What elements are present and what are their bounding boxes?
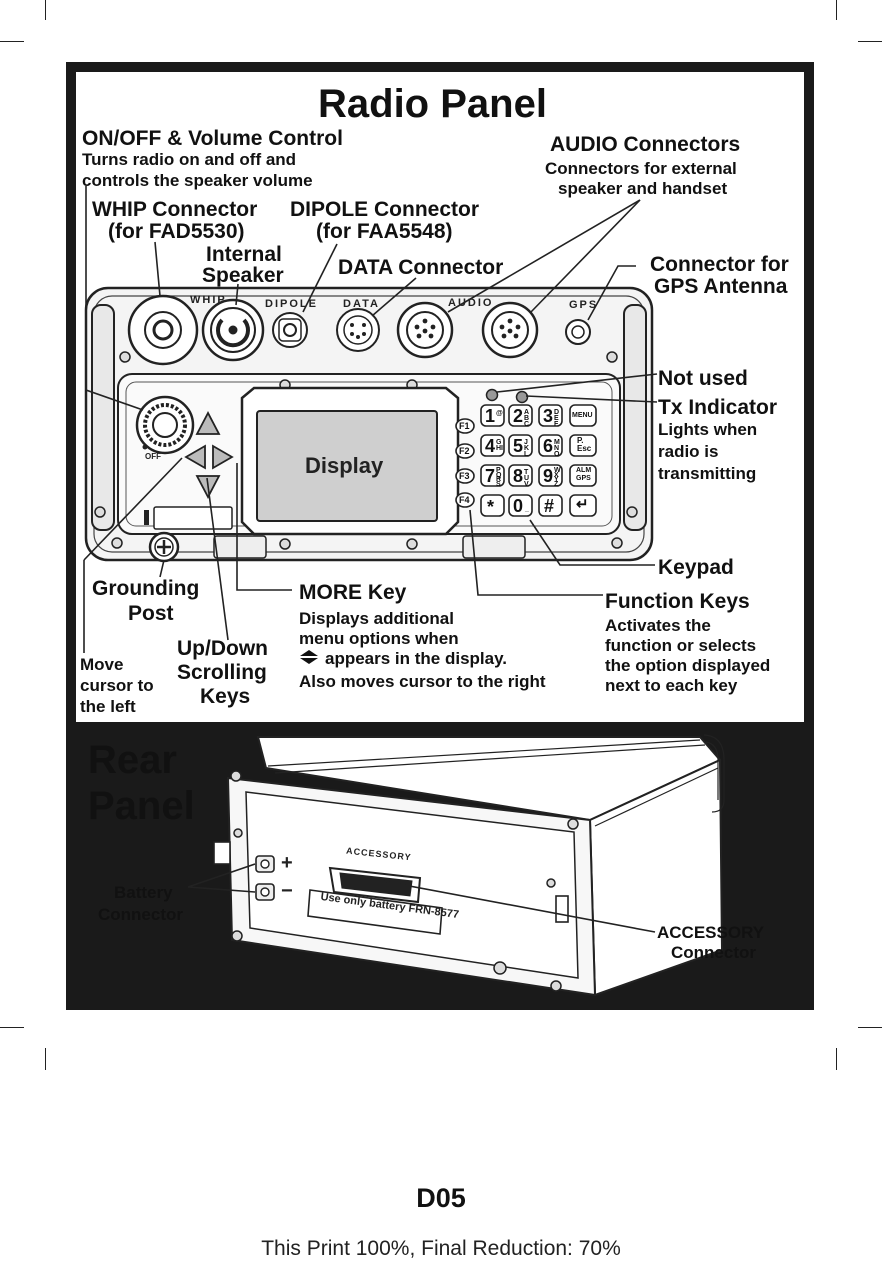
radio-panel-title: Radio Panel: [318, 82, 547, 126]
more-key-desc-2: menu options when: [299, 629, 459, 648]
function-keys-desc-3: the option displayed: [605, 656, 771, 675]
more-key-title: MORE Key: [299, 581, 407, 604]
updown-title-1: Up/Down: [177, 637, 268, 660]
more-key-desc-3: appears in the display.: [325, 649, 508, 668]
grounding-title-1: Grounding: [92, 577, 200, 600]
move-left-2: cursor to: [80, 676, 154, 695]
move-left-3: the left: [80, 697, 136, 716]
on-off-desc-2: controls the speaker volume: [82, 171, 313, 190]
crop-mark: [836, 1048, 837, 1070]
dipole-title: DIPOLE Connector: [290, 198, 480, 221]
updown-title-3: Keys: [200, 685, 251, 708]
rear-panel-title-2: Panel: [88, 784, 195, 828]
on-off-title: ON/OFF & Volume Control: [82, 127, 343, 150]
speaker-title-1: Internal: [206, 243, 282, 266]
f2-key[interactable]: F2: [459, 446, 470, 456]
key-star[interactable]: *: [487, 497, 495, 517]
crop-mark: [836, 0, 837, 20]
dipole-silk-label: DIPOLE: [265, 298, 318, 310]
key-0[interactable]: 0: [513, 496, 524, 516]
tx-desc-3: transmitting: [658, 464, 757, 483]
whip-title: WHIP Connector: [92, 198, 258, 221]
rear-panel-title-1: Rear: [88, 738, 177, 782]
alm-gps-key[interactable]: ALM GPS: [576, 467, 592, 482]
grounding-title-2: Post: [128, 602, 174, 625]
on-off-desc-1: Turns radio on and off and: [82, 150, 297, 169]
audio-silk-label: AUDIO: [448, 297, 494, 309]
crop-mark: [858, 1027, 882, 1028]
function-keys-title: Function Keys: [605, 590, 750, 613]
plus-terminal-label: +: [281, 852, 293, 874]
key-6-letters: MNO: [554, 439, 560, 458]
key-1[interactable]: 1: [485, 406, 496, 426]
audio-desc-2: speaker and handset: [558, 179, 728, 198]
updown-title-2: Scrolling: [177, 661, 267, 684]
gps-title-2: GPS Antenna: [654, 275, 788, 298]
f4-key[interactable]: F4: [459, 495, 470, 505]
off-silk-label: OFF: [145, 452, 161, 461]
whip-subtitle: (for FAD5530): [108, 220, 245, 243]
crop-mark: [0, 41, 24, 42]
function-keys-desc-1: Activates the: [605, 616, 711, 635]
display-label: Display: [305, 453, 384, 478]
accessory-label-1: ACCESSORY: [657, 923, 765, 942]
crop-mark: [858, 41, 882, 42]
key-3[interactable]: 3: [543, 406, 554, 426]
key-hash[interactable]: #: [544, 496, 555, 516]
not-used-label: Not used: [658, 367, 748, 390]
speaker-title-2: Speaker: [202, 264, 284, 287]
key-8[interactable]: 8: [513, 466, 524, 486]
key-7-letters: PQRS: [496, 467, 502, 488]
audio-desc-1: Connectors for external: [545, 159, 737, 178]
battery-label-1: Battery: [114, 883, 173, 902]
accessory-label-2: Connector: [671, 943, 756, 962]
crop-mark: [45, 0, 46, 20]
key-2[interactable]: 2: [513, 406, 524, 426]
tx-desc-2: radio is: [658, 442, 719, 461]
key-4-letters: GHI: [496, 439, 503, 452]
key-1-letters: @: [496, 410, 503, 417]
key-8-letters: TUV: [524, 469, 530, 488]
crop-mark: [0, 1027, 24, 1028]
keypad-label: Keypad: [658, 556, 734, 579]
data-title: DATA Connector: [338, 256, 504, 279]
data-silk-label: DATA: [343, 298, 380, 310]
key-0-letters: _: [525, 506, 529, 513]
crop-mark: [45, 1048, 46, 1070]
key-4[interactable]: 4: [485, 436, 496, 456]
more-key-desc-4: Also moves cursor to the right: [299, 672, 546, 691]
page-code: D05: [416, 1183, 466, 1213]
more-key-desc-1: Displays additional: [299, 609, 454, 628]
key-6[interactable]: 6: [543, 436, 554, 456]
menu-key[interactable]: MENU: [572, 412, 593, 419]
print-note: This Print 100%, Final Reduction: 70%: [261, 1237, 621, 1260]
p-esc-key[interactable]: P. Esc: [577, 436, 592, 453]
key-5[interactable]: 5: [513, 436, 524, 456]
audio-title: AUDIO Connectors: [550, 133, 741, 156]
f1-key[interactable]: F1: [459, 421, 470, 431]
enter-key[interactable]: ↵: [576, 496, 589, 513]
key-9-letters: WXYZ: [554, 467, 561, 488]
function-keys-desc-2: function or selects: [605, 636, 757, 655]
gps-title-1: Connector for: [650, 253, 789, 276]
battery-label-2: Connector: [98, 905, 183, 924]
tx-desc-1: Lights when: [658, 420, 758, 439]
function-keys-desc-4: next to each key: [605, 676, 738, 695]
tx-title: Tx Indicator: [658, 396, 778, 419]
radio-illustration: [83, 186, 722, 995]
dipole-subtitle: (for FAA5548): [316, 220, 453, 243]
key-3-letters: DEF: [554, 409, 560, 428]
move-left-1: Move: [80, 655, 124, 674]
minus-terminal-label: −: [281, 880, 293, 902]
whip-silk-label: WHIP: [190, 294, 227, 306]
f3-key[interactable]: F3: [459, 471, 470, 481]
key-9[interactable]: 9: [543, 466, 554, 486]
more-arrows-icon: [300, 650, 318, 664]
key-5-letters: JKL: [524, 439, 530, 458]
key-7[interactable]: 7: [485, 466, 496, 486]
key-2-letters: ABC: [524, 409, 530, 428]
gps-silk-label: GPS: [569, 299, 599, 311]
